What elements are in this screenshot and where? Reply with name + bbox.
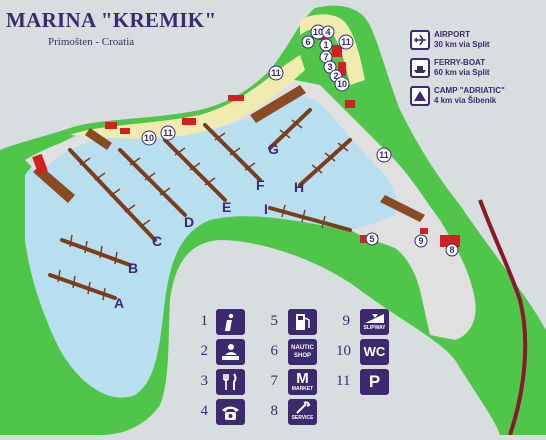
map-subtitle: Primošten - Croatia xyxy=(48,36,135,48)
market-icon: M MARKET xyxy=(288,369,317,395)
wc-text: WC xyxy=(363,344,386,359)
parking-icon: P xyxy=(360,369,389,395)
legend-num-9: 9 xyxy=(342,313,351,329)
tent-icon xyxy=(410,86,430,106)
wc-icon: WC xyxy=(360,339,389,365)
hardstand-areas xyxy=(33,85,425,222)
pier-label-g: G xyxy=(268,141,279,157)
reception-icon xyxy=(216,339,245,365)
restaurant-icon xyxy=(216,369,245,395)
road xyxy=(478,199,528,436)
marker-8[interactable]: 8 xyxy=(449,245,454,255)
pier-h xyxy=(298,138,352,187)
marker-11a-circle xyxy=(338,34,354,50)
marker-6[interactable]: 6 xyxy=(305,37,310,47)
legend-num-8: 8 xyxy=(270,403,279,419)
marker-9[interactable]: 9 xyxy=(418,236,423,246)
fuel-station-icon xyxy=(288,309,317,335)
pier-e xyxy=(163,138,227,202)
marker-1[interactable]: 1 xyxy=(323,40,328,50)
marker-4-circle xyxy=(321,25,335,39)
nautic-shop-text: NAUTIC SHOP xyxy=(291,345,314,359)
transport-ferry-name: FERRY-BOAT xyxy=(434,58,486,67)
pier-label-a: A xyxy=(114,295,124,311)
marker-11d-circle xyxy=(376,147,392,163)
marker-5-circle xyxy=(365,232,379,246)
pier-label-h: H xyxy=(294,179,304,195)
pier-label-c: C xyxy=(152,233,162,249)
transport-camp: CAMP "ADRIATIC"4 km via Šibenik xyxy=(410,86,505,106)
shore-strip-right xyxy=(300,14,365,85)
facility-markers: 6 10 4 11 1 7 3 2 10 11 10 11 11 5 9 8 xyxy=(141,24,459,257)
pier-label-i: I xyxy=(264,201,268,217)
transport-airport-name: AIRPORT xyxy=(434,30,470,39)
marker-3[interactable]: 3 xyxy=(327,62,332,72)
marker-4[interactable]: 4 xyxy=(325,27,330,37)
marker-8-circle xyxy=(445,243,459,257)
marker-11-c[interactable]: 11 xyxy=(163,128,173,138)
legend-num-5: 5 xyxy=(270,313,279,329)
marker-10[interactable]: 10 xyxy=(313,27,323,37)
marker-10-c[interactable]: 10 xyxy=(144,133,154,143)
parking-text: P xyxy=(368,372,381,391)
sea-area xyxy=(25,90,425,398)
marker-9-circle xyxy=(414,234,428,248)
marker-10c-circle xyxy=(141,130,157,146)
marker-11b-circle xyxy=(268,65,284,81)
marker-5[interactable]: 5 xyxy=(369,234,374,244)
legend-num-2: 2 xyxy=(200,343,209,359)
legend-num-10: 10 xyxy=(336,343,351,359)
marker-2[interactable]: 2 xyxy=(333,71,338,81)
info-icon xyxy=(216,309,245,335)
marker-3-circle xyxy=(323,60,337,74)
legend-num-6: 6 xyxy=(270,343,279,359)
legend-num-3: 3 xyxy=(200,373,209,389)
service-text: SERVICE xyxy=(291,415,314,421)
service-icon: SERVICE xyxy=(288,399,317,425)
market-text: MARKET xyxy=(291,386,314,392)
legend-num-7: 7 xyxy=(270,373,279,389)
quay-area xyxy=(25,78,476,340)
legend-num-1: 1 xyxy=(200,313,209,329)
airplane-icon xyxy=(410,30,430,50)
pier-g xyxy=(268,108,312,150)
pier-label-d: D xyxy=(184,214,194,230)
transport-camp-name: CAMP "ADRIATIC" xyxy=(434,86,505,95)
market-letter: M xyxy=(296,370,309,387)
nautic-shop-icon: NAUTIC SHOP xyxy=(288,339,317,365)
marker-10-b[interactable]: 10 xyxy=(337,79,347,89)
slipway-text: SLIPWAY xyxy=(363,325,386,331)
pier-d xyxy=(118,148,187,217)
transport-airport-detail: 30 km via Split xyxy=(434,40,490,49)
marker-11-d[interactable]: 11 xyxy=(379,150,389,160)
marker-11-top[interactable]: 11 xyxy=(341,37,351,47)
pier-label-b: B xyxy=(128,260,138,276)
marker-11-b[interactable]: 11 xyxy=(271,68,281,78)
slipway-icon: SLIPWAY xyxy=(360,309,389,335)
pier-label-f: F xyxy=(256,177,265,193)
marker-11c-circle xyxy=(160,125,176,141)
map-title: MARINA "KREMIK" xyxy=(6,8,217,32)
legend-num-4: 4 xyxy=(200,403,209,419)
marker-7[interactable]: 7 xyxy=(323,52,328,62)
pier-label-e: E xyxy=(222,199,231,215)
transport-camp-detail: 4 km via Šibenik xyxy=(434,96,497,105)
legend-num-11: 11 xyxy=(336,373,351,389)
ferry-icon xyxy=(410,58,430,78)
marker-10b-circle xyxy=(334,76,350,92)
marker-6-circle xyxy=(301,35,315,49)
berth-fingers xyxy=(57,119,349,301)
transport-ferry-detail: 60 km via Split xyxy=(434,68,490,77)
telephone-icon xyxy=(216,399,245,425)
pier-b xyxy=(60,238,132,267)
